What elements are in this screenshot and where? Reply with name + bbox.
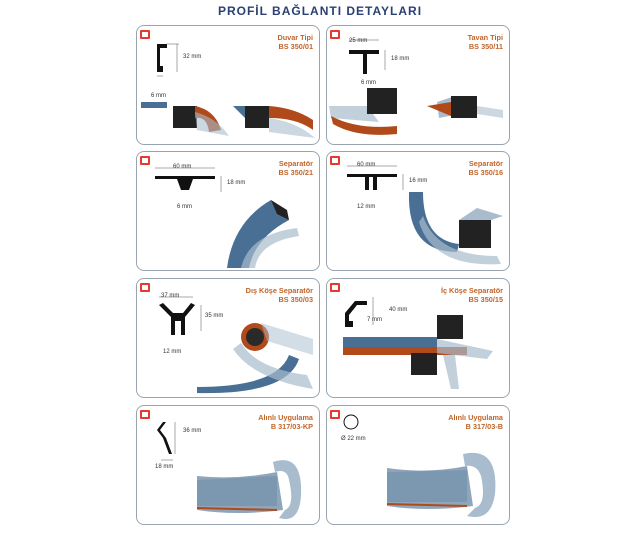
- brand-logo-icon: [140, 410, 150, 419]
- dimension-label: 37 mm: [161, 293, 180, 299]
- dimension-label: 6 mm: [151, 93, 166, 99]
- profile-drawing: [343, 297, 493, 389]
- dimension-label: 12 mm: [163, 349, 182, 355]
- profile-drawing: [329, 39, 503, 135]
- brand-logo-icon: [140, 30, 150, 39]
- dimension-label: 6 mm: [361, 80, 376, 86]
- profile-drawing: [347, 165, 503, 265]
- profile-drawing: [141, 43, 315, 138]
- dimension-label: 16 mm: [409, 178, 428, 184]
- dimension-label: 18 mm: [391, 56, 410, 62]
- dimension-label: Ø 22 mm: [341, 436, 366, 442]
- profile-drawing: [159, 296, 313, 394]
- dimension-label: 18 mm: [227, 180, 246, 186]
- dimension-label: 60 mm: [173, 164, 192, 170]
- brand-logo-icon: [330, 410, 340, 419]
- dimension-label: 60 mm: [357, 162, 376, 168]
- profile-drawing: [155, 167, 299, 268]
- dimension-label: 36 mm: [183, 428, 202, 434]
- brand-logo-icon: [330, 283, 340, 292]
- brand-logo-icon: [140, 156, 150, 165]
- dimension-label: 40 mm: [389, 307, 408, 313]
- dimension-label: 25 mm: [349, 38, 368, 44]
- dimension-label: 12 mm: [357, 204, 376, 210]
- page-title: PROFİL BAĞLANTI DETAYLARI: [217, 4, 423, 18]
- dimension-label: 32 mm: [183, 54, 202, 60]
- profile-drawing: [157, 422, 302, 520]
- profile-drawing: [343, 414, 496, 518]
- dimension-label: 35 mm: [205, 313, 224, 319]
- dimension-label: 18 mm: [155, 464, 174, 470]
- brand-logo-icon: [330, 156, 340, 165]
- brand-logo-icon: [140, 283, 150, 292]
- dimension-label: 6 mm: [177, 204, 192, 210]
- dimension-label: 7 mm: [367, 317, 382, 323]
- brand-logo-icon: [330, 30, 340, 39]
